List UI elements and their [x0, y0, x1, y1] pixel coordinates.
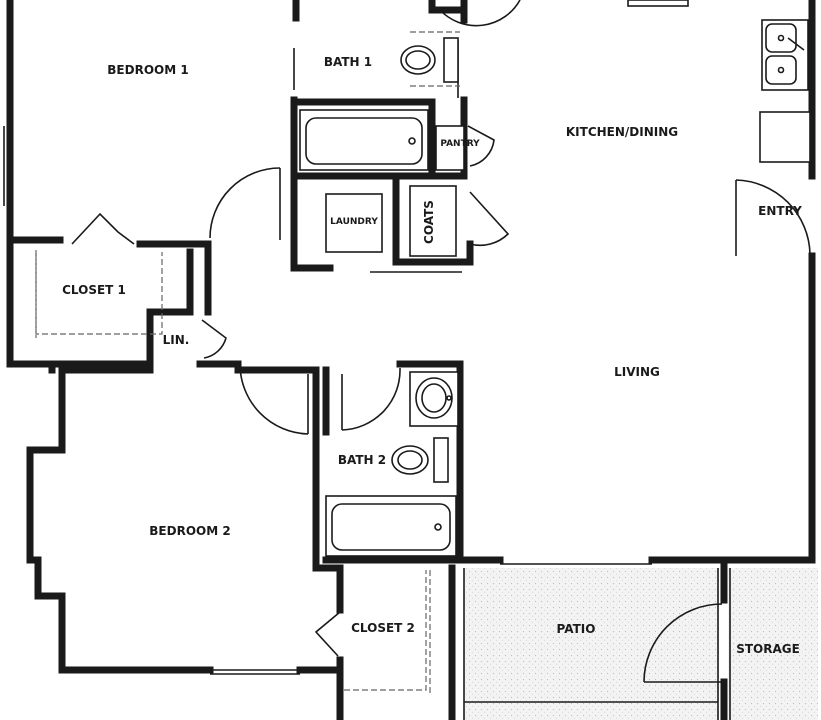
label-bath-2: BATH 2 — [338, 453, 386, 467]
label-linen: LIN. — [163, 333, 190, 347]
bath2-fixtures — [325, 371, 459, 557]
label-bedroom-2: BEDROOM 2 — [149, 524, 230, 538]
label-storage: STORAGE — [736, 642, 800, 656]
room-labels: BEDROOM 1 BATH 1 KITCHEN/DINING PANTRY L… — [62, 55, 802, 656]
storage-floor — [728, 568, 818, 720]
label-closet-1: CLOSET 1 — [62, 283, 126, 297]
label-living: LIVING — [614, 365, 660, 379]
closet-shelves — [35, 31, 460, 694]
laundry-coats — [325, 185, 457, 257]
label-bath-1: BATH 1 — [324, 55, 372, 69]
label-pantry: PANTRY — [440, 139, 480, 149]
label-entry: ENTRY — [758, 204, 802, 218]
label-coats: COATS — [422, 200, 436, 244]
kitchen-fixtures — [627, 0, 811, 163]
label-kitchen-dining: KITCHEN/DINING — [566, 125, 678, 139]
label-bedroom-1: BEDROOM 1 — [107, 63, 188, 77]
patio-floor — [464, 568, 719, 720]
label-patio: PATIO — [557, 622, 596, 636]
partition-lines — [3, 40, 731, 720]
bath1-fixtures — [299, 37, 465, 171]
label-laundry: LAUNDRY — [330, 217, 378, 227]
door-swings — [71, 0, 811, 683]
label-closet-2: CLOSET 2 — [351, 621, 415, 635]
